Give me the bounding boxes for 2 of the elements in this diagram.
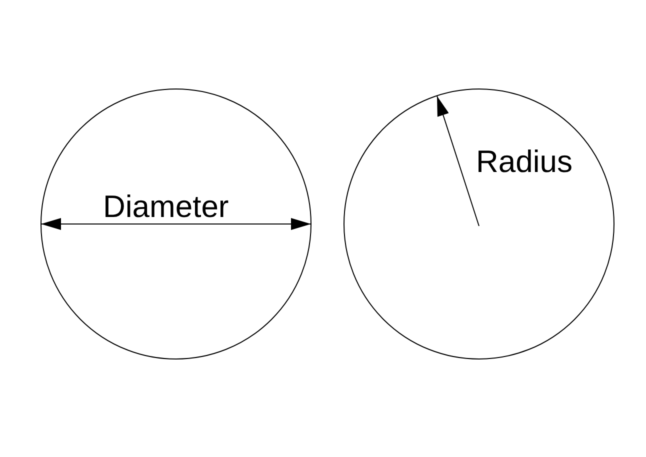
dimension-label: Radius [476, 146, 572, 177]
dimension-label: Diameter [103, 191, 229, 222]
